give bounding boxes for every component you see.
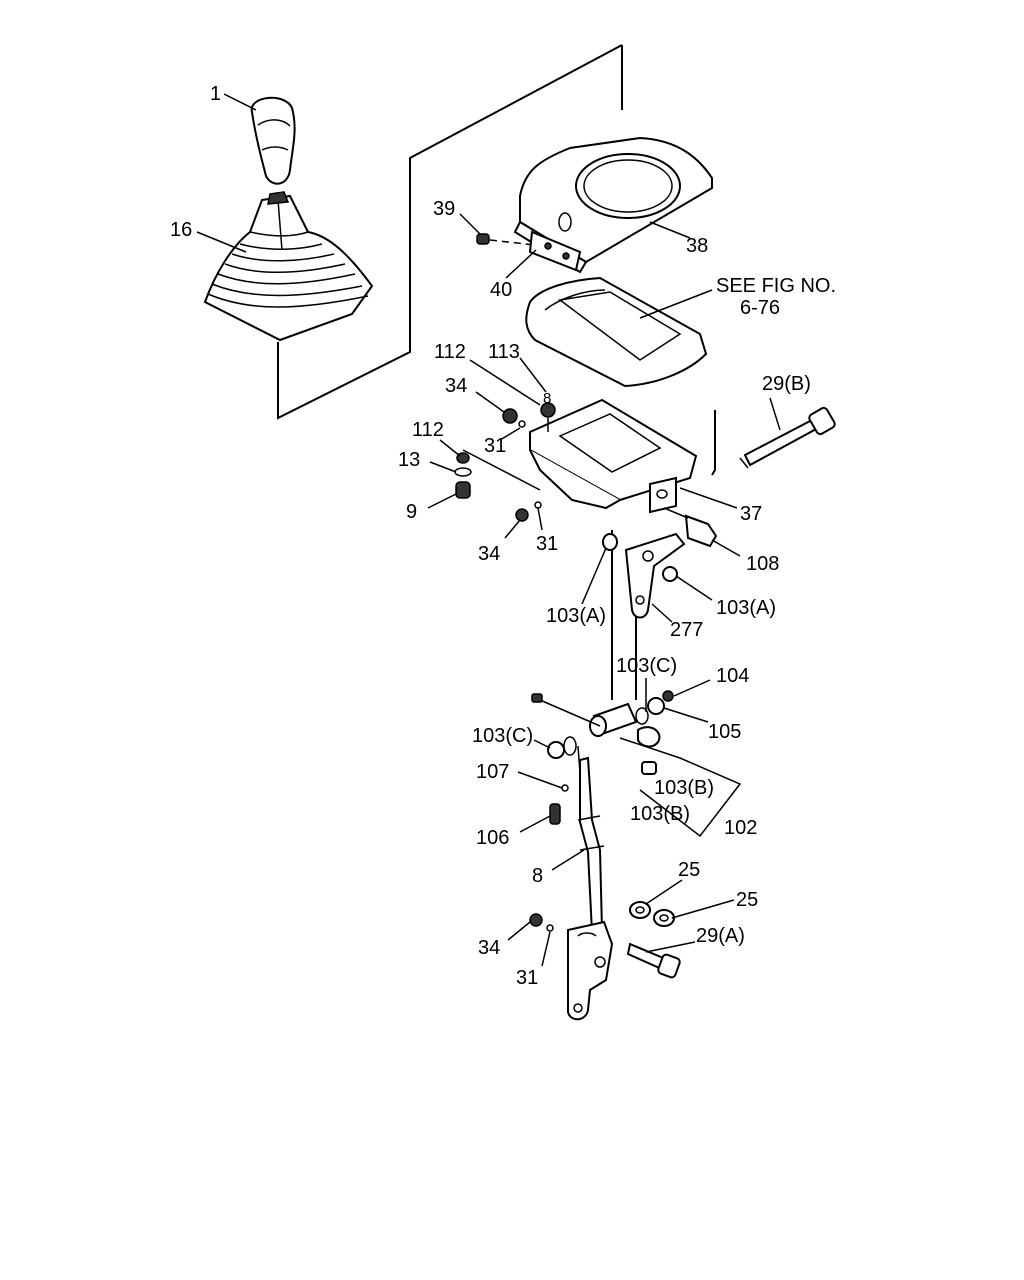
callout-103c-right: 103(C) xyxy=(616,655,677,677)
callout-277: 277 xyxy=(670,619,703,641)
bushing-103a-left xyxy=(602,533,618,551)
callout-103a-right: 103(A) xyxy=(716,597,776,619)
shift-lever-8 xyxy=(567,756,614,1021)
callout-25-lower: 25 xyxy=(736,889,758,911)
nut-34-lower xyxy=(529,913,554,932)
leader-lines xyxy=(196,93,781,967)
callout-113: 113 xyxy=(488,341,520,363)
callout-13: 13 xyxy=(398,449,420,471)
callout-102: 102 xyxy=(724,817,757,839)
lever-277 xyxy=(624,532,686,619)
callout-112-left: 112 xyxy=(412,419,444,441)
callout-38: 38 xyxy=(686,235,708,257)
callout-104: 104 xyxy=(716,665,749,687)
callout-29a: 29(A) xyxy=(696,925,745,947)
callout-108: 108 xyxy=(746,553,779,575)
washer-105 xyxy=(647,697,665,715)
callout-31-bottom: 31 xyxy=(516,967,538,989)
callout-see-fig-line1: SEE FIG NO. xyxy=(716,275,836,297)
shift-boot xyxy=(203,191,374,342)
callout-103c-left: 103(C) xyxy=(472,725,533,747)
callout-106: 106 xyxy=(476,827,509,849)
callout-39: 39 xyxy=(433,198,455,220)
nut-34-upper xyxy=(502,408,526,428)
washers-25 xyxy=(629,901,675,927)
callout-16: 16 xyxy=(170,219,192,241)
callout-34-top: 34 xyxy=(445,375,467,397)
callout-29b: 29(B) xyxy=(762,373,811,395)
callout-labels: 1 16 39 40 38 SEE FIG NO. 6-76 112 113 8… xyxy=(170,83,836,989)
callout-103a-left: 103(A) xyxy=(546,605,606,627)
pivot-assembly-102 xyxy=(531,693,742,838)
callout-37: 37 xyxy=(740,503,762,525)
callout-see-fig-line2: 6-76 xyxy=(740,297,780,319)
callout-25-upper: 25 xyxy=(678,859,700,881)
bolt-29a xyxy=(626,942,681,979)
callout-103b-upper: 103(B) xyxy=(654,777,714,799)
screw-39 xyxy=(476,233,536,246)
washer-103c-left xyxy=(547,736,577,759)
bolt-29b xyxy=(739,406,836,469)
callout-9: 9 xyxy=(406,501,417,523)
callout-103b-lower: 103(B) xyxy=(630,803,690,825)
callout-40: 40 xyxy=(490,279,512,301)
nut-104 xyxy=(662,690,674,702)
callout-8-top: 8 xyxy=(543,390,551,407)
callout-105: 105 xyxy=(708,721,741,743)
callout-31-mid: 31 xyxy=(536,533,558,555)
shift-knob xyxy=(250,96,296,185)
bushing-103a-right xyxy=(662,566,678,582)
boot-plate xyxy=(525,276,708,388)
nut-113 xyxy=(540,402,556,432)
bracket-40 xyxy=(528,230,582,272)
base-bracket-37 xyxy=(529,398,698,514)
callout-8-lever: 8 xyxy=(532,865,543,887)
nut-34-middle xyxy=(515,501,542,522)
callout-107: 107 xyxy=(476,761,509,783)
washer-103c-right xyxy=(635,707,649,725)
callout-1: 1 xyxy=(210,83,221,105)
callout-31-top: 31 xyxy=(484,435,506,457)
callout-34-bottom: 34 xyxy=(478,937,500,959)
fastener-stack-112-13-9 xyxy=(454,449,541,499)
callout-34-mid: 34 xyxy=(478,543,500,565)
callout-112-top: 112 xyxy=(434,341,466,363)
